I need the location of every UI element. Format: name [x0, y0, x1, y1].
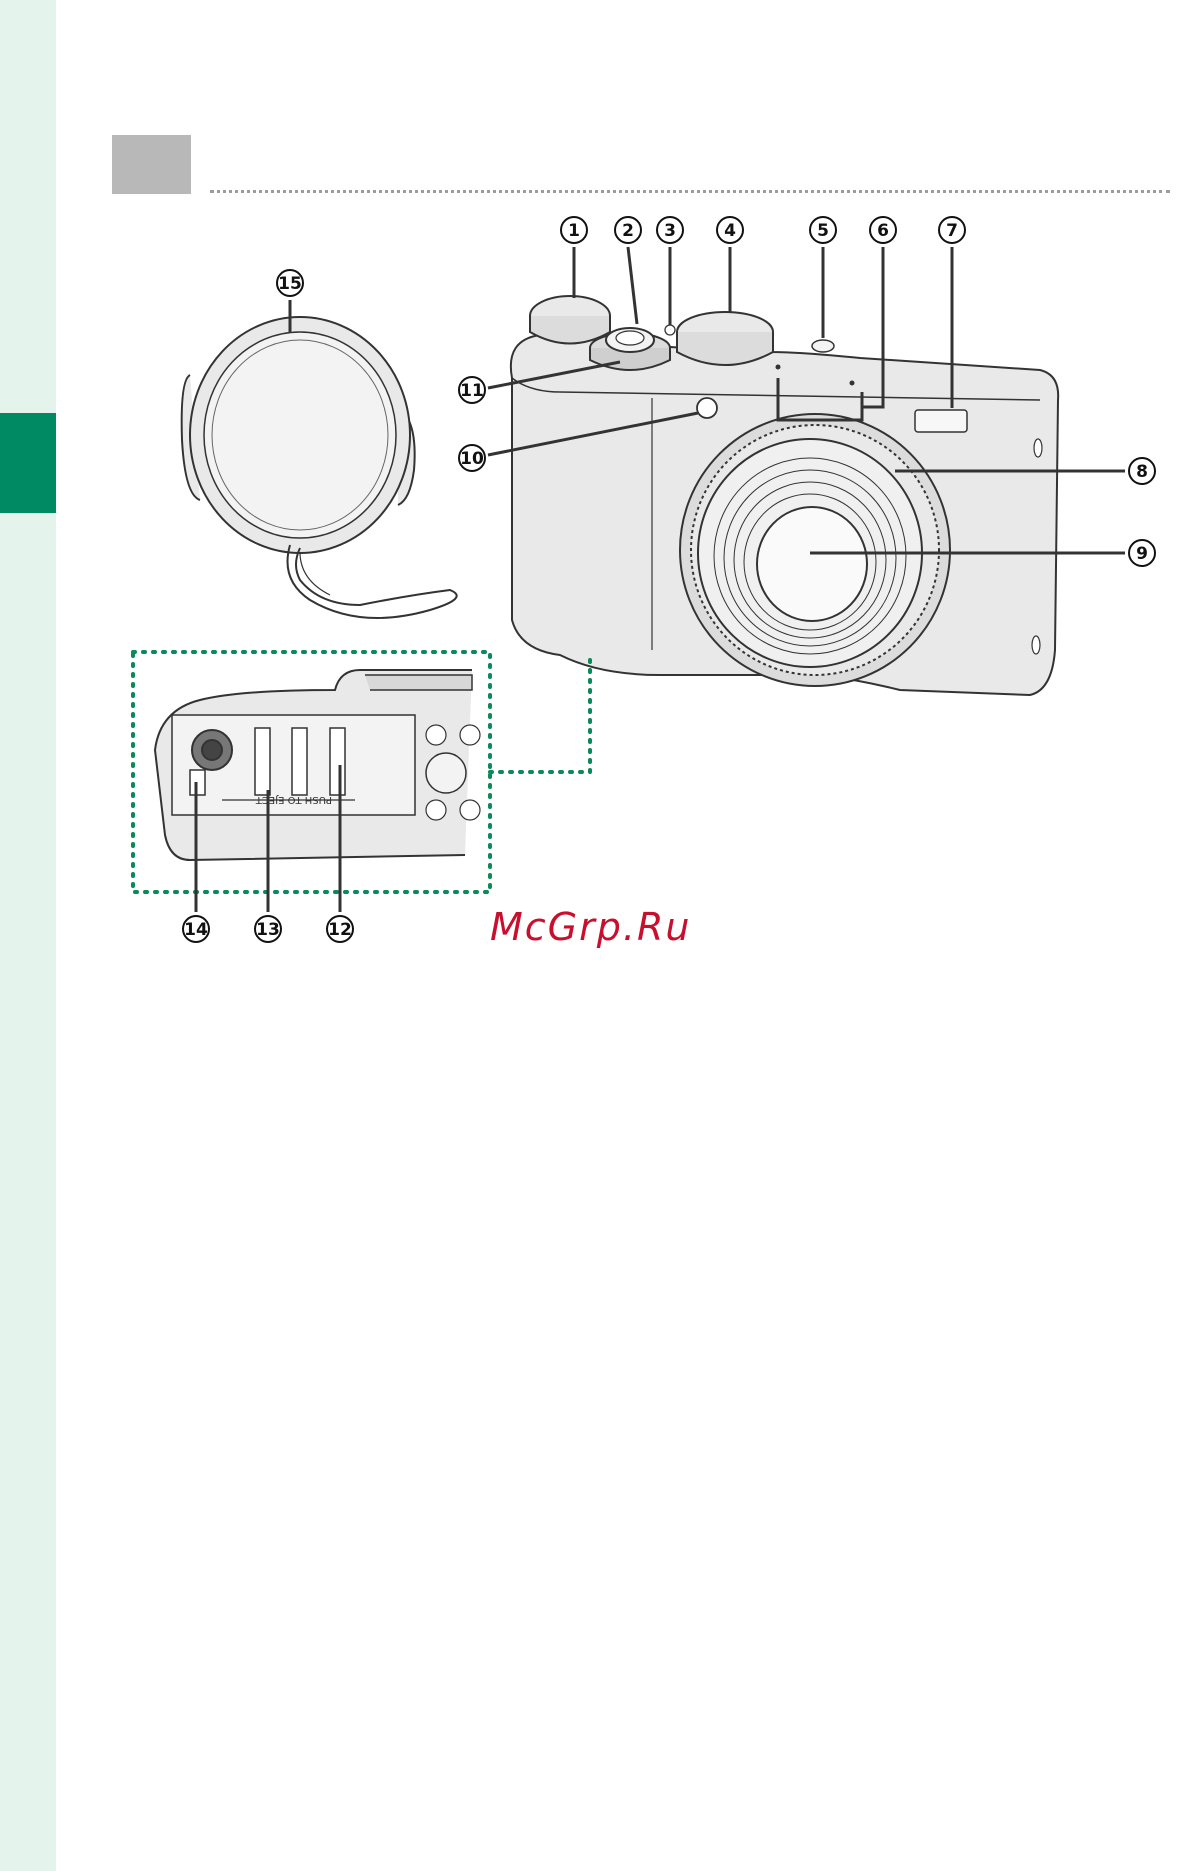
- bottom-view-inset: PUSH TO EJECT: [133, 652, 590, 892]
- callout-8: 8: [1129, 458, 1155, 484]
- callout-5: 5: [810, 217, 836, 243]
- callout-14: 14: [183, 916, 209, 942]
- callout-11: 11: [459, 377, 485, 403]
- svg-text:7: 7: [946, 221, 958, 241]
- camera-parts-diagram: PUSH TO EJECT 1 2 3 4 5 6 7: [0, 0, 1180, 1000]
- svg-text:8: 8: [1136, 462, 1148, 482]
- watermark-text: McGrp.Ru: [490, 905, 691, 949]
- callout-1: 1: [561, 217, 587, 243]
- lens: [680, 414, 950, 686]
- svg-text:14: 14: [184, 920, 208, 940]
- svg-text:5: 5: [817, 221, 829, 241]
- svg-text:15: 15: [278, 274, 302, 294]
- callout-10: 10: [459, 445, 485, 471]
- svg-text:2: 2: [622, 221, 634, 241]
- svg-text:4: 4: [724, 221, 736, 241]
- callout-9: 9: [1129, 540, 1155, 566]
- svg-text:13: 13: [256, 920, 280, 940]
- callout-2: 2: [615, 217, 641, 243]
- bottom-panel-imprint: PUSH TO EJECT: [255, 794, 332, 805]
- callout-4: 4: [717, 217, 743, 243]
- svg-text:11: 11: [460, 381, 484, 401]
- svg-text:1: 1: [568, 221, 580, 241]
- svg-text:12: 12: [328, 920, 352, 940]
- callout-12: 12: [327, 916, 353, 942]
- callout-7: 7: [939, 217, 965, 243]
- callout-6: 6: [870, 217, 896, 243]
- svg-text:9: 9: [1136, 544, 1148, 564]
- callout-13: 13: [255, 916, 281, 942]
- callout-3: 3: [657, 217, 683, 243]
- svg-text:6: 6: [877, 221, 889, 241]
- svg-text:3: 3: [664, 221, 676, 241]
- lens-cap: [182, 317, 457, 618]
- svg-text:10: 10: [460, 449, 484, 469]
- callout-15: 15: [277, 270, 303, 296]
